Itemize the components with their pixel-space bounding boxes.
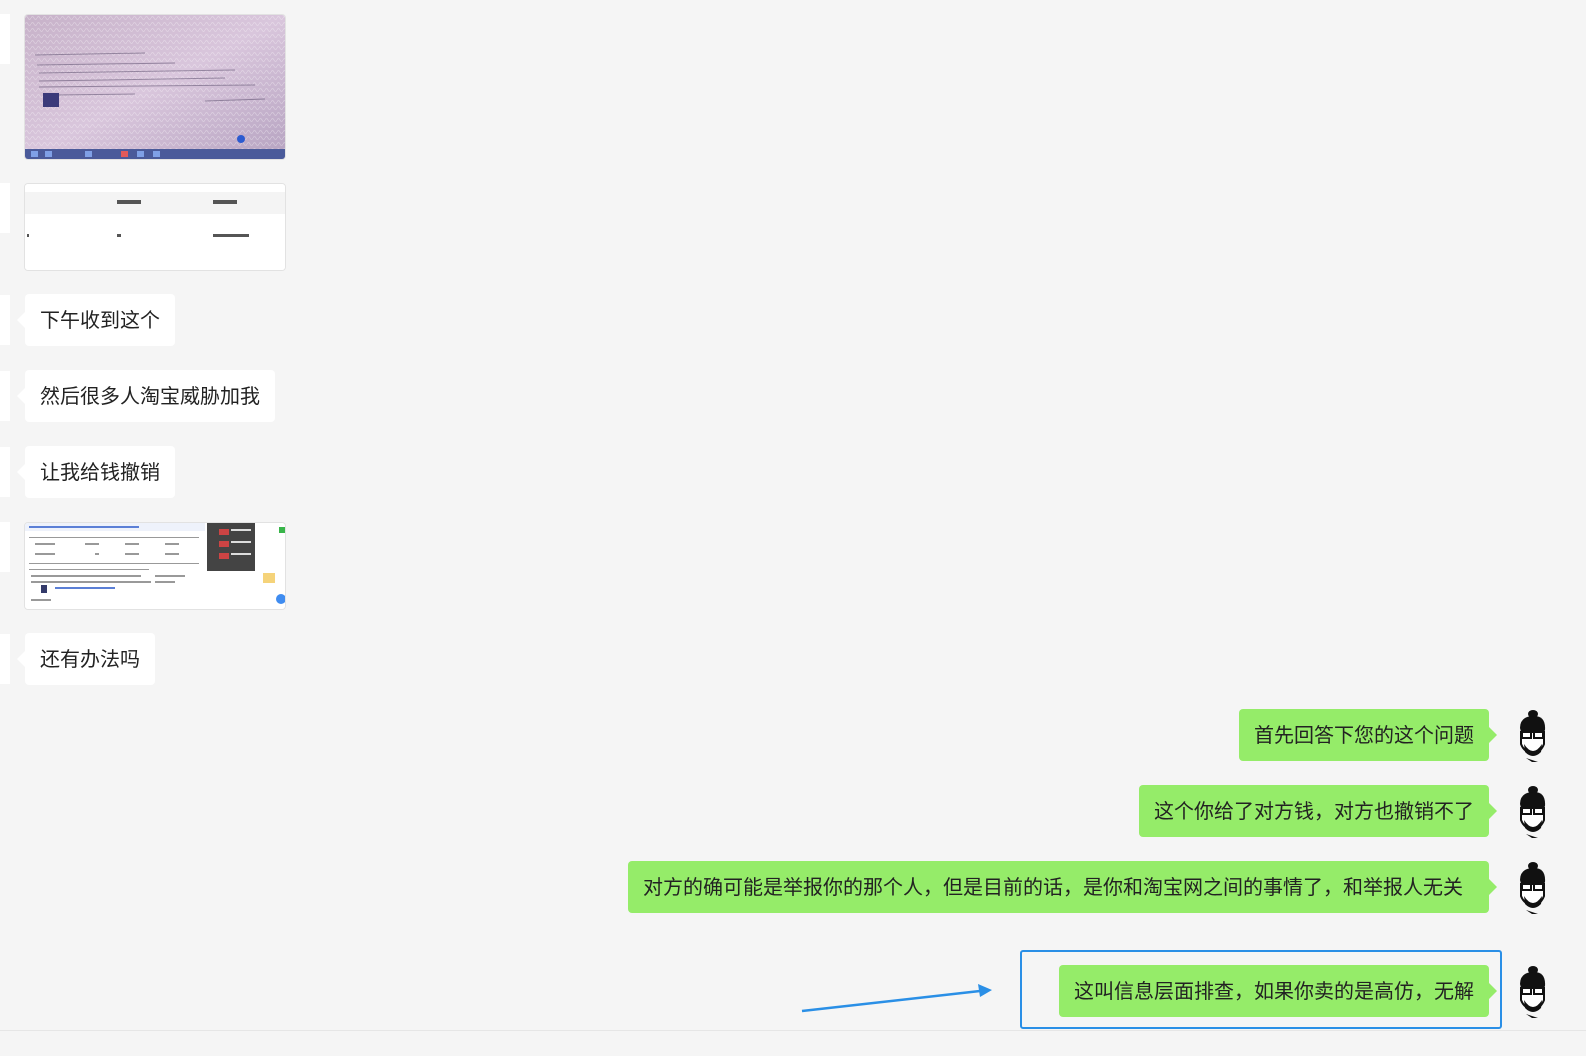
message-bubble-outgoing[interactable]: 首先回答下您的这个问题	[1239, 709, 1497, 761]
highlight-box	[1020, 950, 1502, 1029]
image-message-table[interactable]	[24, 183, 286, 271]
message-bubble-outgoing[interactable]: 这个你给了对方钱，对方也撤销不了	[1139, 785, 1497, 837]
avatar-stub	[0, 634, 10, 684]
avatar-stub	[0, 522, 10, 572]
annotation-arrow-icon	[801, 984, 992, 1013]
message-bubble-incoming[interactable]: 下午收到这个	[17, 294, 175, 346]
webpage-screenshot-image	[25, 523, 285, 609]
message-bubble-outgoing[interactable]: 这叫信息层面排查，如果你卖的是高仿，无解	[1059, 965, 1497, 1017]
table-screenshot-image	[25, 184, 285, 270]
screen-photo-image	[25, 15, 285, 159]
avatar[interactable]	[1508, 708, 1556, 762]
avatar[interactable]	[1508, 860, 1556, 914]
avatar-stub	[0, 295, 10, 345]
avatar-stub	[0, 371, 10, 421]
divider	[0, 1030, 1586, 1031]
image-message-webpage[interactable]	[24, 522, 286, 610]
avatar[interactable]	[1508, 964, 1556, 1018]
avatar-stub	[0, 447, 10, 497]
avatar-stub	[0, 183, 10, 233]
avatar-stub	[0, 14, 10, 64]
message-bubble-outgoing[interactable]: 对方的确可能是举报你的那个人，但是目前的话，是你和淘宝网之间的事情了，和举报人无…	[628, 861, 1497, 913]
avatar[interactable]	[1508, 784, 1556, 838]
image-message-screen-photo[interactable]	[24, 14, 286, 160]
message-bubble-incoming[interactable]: 然后很多人淘宝威胁加我	[17, 370, 275, 422]
message-bubble-incoming[interactable]: 让我给钱撤销	[17, 446, 175, 498]
message-bubble-incoming[interactable]: 还有办法吗	[17, 633, 155, 685]
